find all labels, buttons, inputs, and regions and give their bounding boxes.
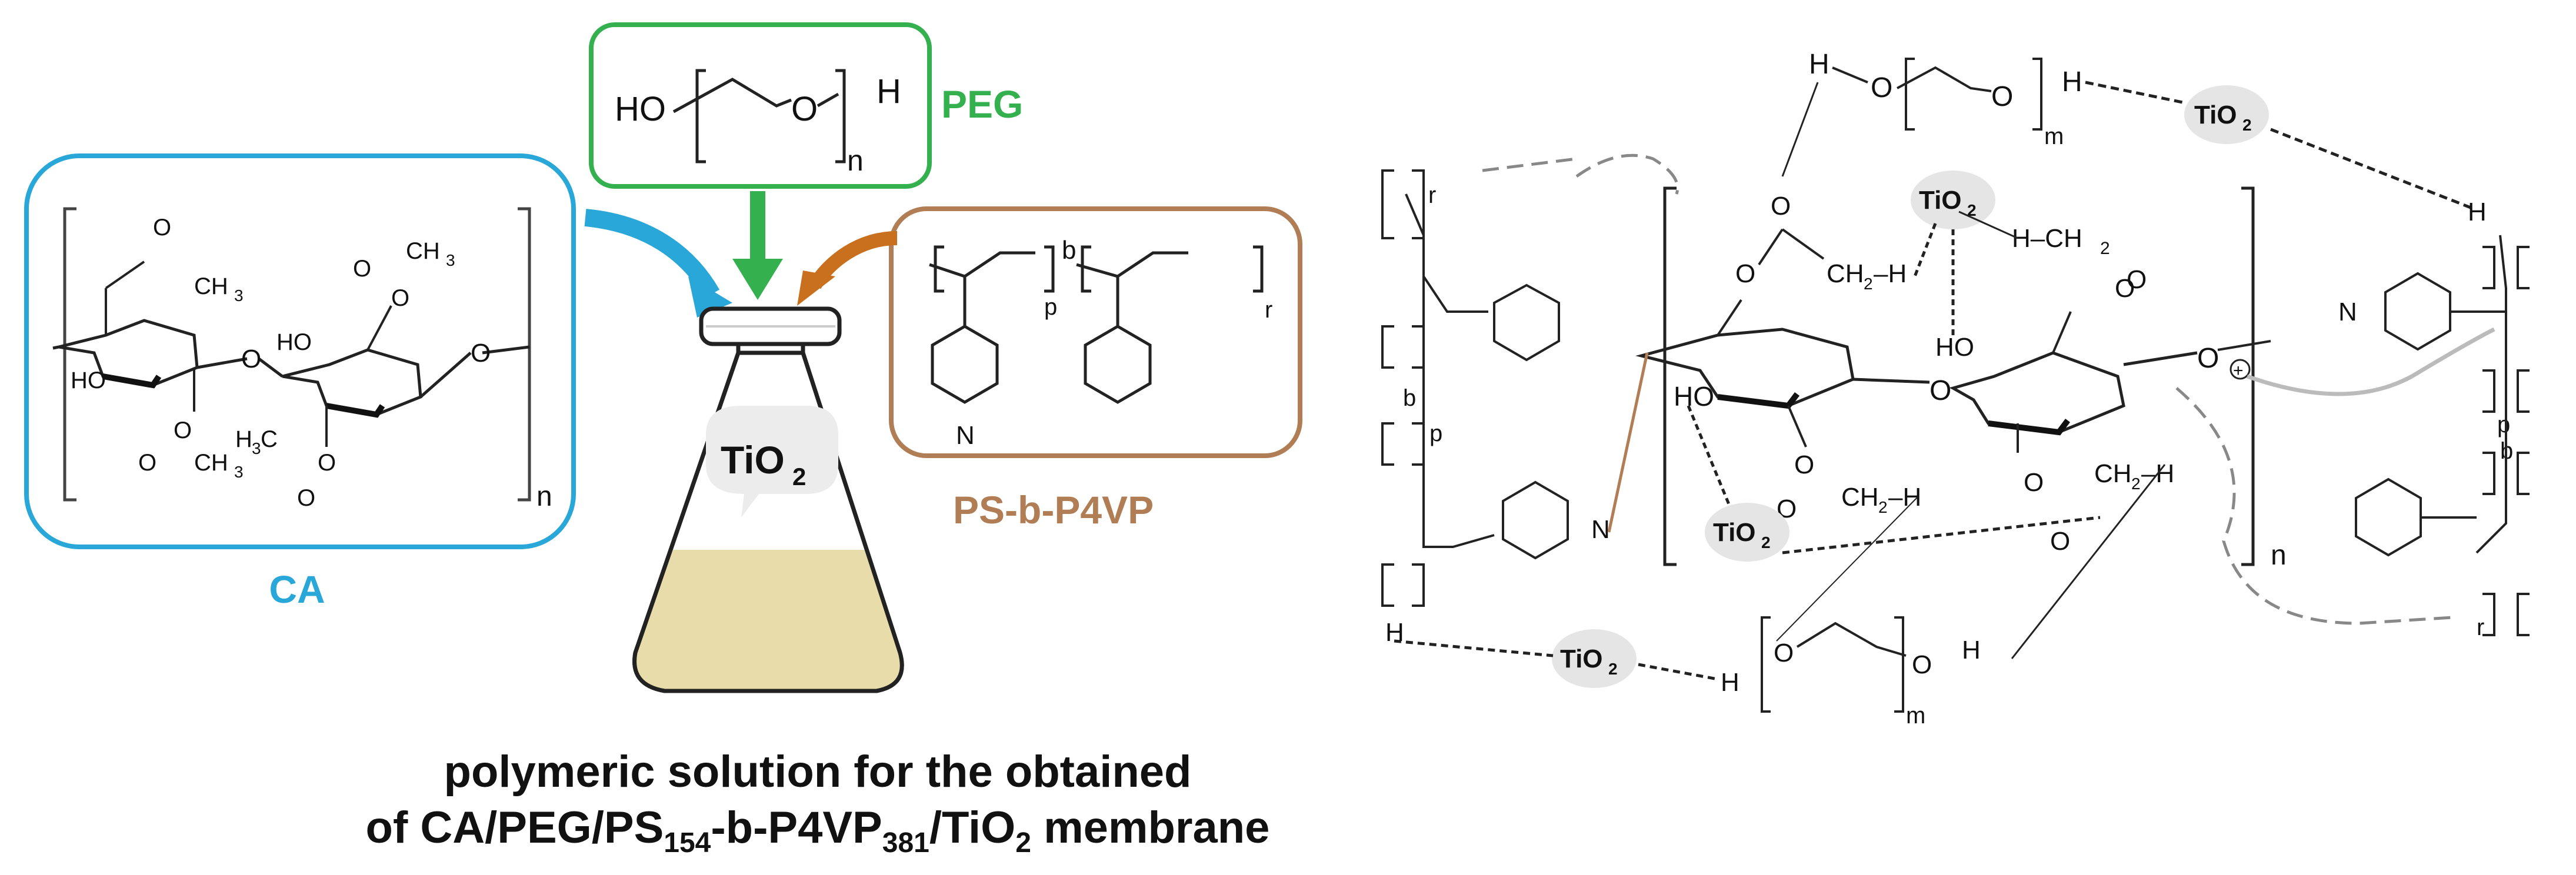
- erlenmeyer-flask: TiO 2: [632, 306, 904, 693]
- bottom-peg-o2: O: [1912, 650, 1932, 679]
- svg-text:2: 2: [1878, 498, 1888, 516]
- ca-label: CA: [269, 567, 325, 611]
- ring1-o-top: O: [1735, 259, 1755, 288]
- top-peg-h2: H: [2062, 66, 2082, 98]
- bottom-peg-m: m: [1906, 703, 1925, 729]
- top-peg-m: m: [2044, 123, 2064, 149]
- svg-text:C: C: [261, 426, 278, 452]
- ring1-co-o: O: [1771, 192, 1791, 221]
- left-pyridine-n: N: [1591, 515, 1610, 544]
- ca-o1: O: [153, 215, 171, 241]
- ps-r: r: [1265, 297, 1272, 323]
- membrane-interaction-scheme: H O O m H TiO 2 TiO 2 H–CH 2 n O: [1381, 49, 2530, 729]
- top-peg-h1: H: [1809, 49, 1829, 80]
- h-ch2-top: H–CH: [2012, 224, 2082, 253]
- peg-box: HO O n H: [589, 22, 932, 189]
- ca-o6: O: [318, 450, 336, 476]
- peg-n: n: [847, 144, 864, 177]
- cellulose-n: n: [2271, 540, 2287, 571]
- right-r: r: [2477, 614, 2484, 640]
- left-b: b: [1403, 385, 1416, 411]
- glycosidic-o: O: [1929, 375, 1951, 406]
- ca-h3c: H: [235, 426, 252, 452]
- ca-ch3-1: CH: [194, 273, 228, 299]
- ca-glyc-o: O: [241, 345, 261, 373]
- right-pyridine-n: N: [2338, 298, 2357, 326]
- bottom-peg-o1: O: [1774, 639, 1794, 667]
- ho-left: HO: [1674, 381, 1714, 412]
- ca-o5: O: [353, 256, 371, 282]
- left-h-bottom: H: [1385, 618, 1404, 647]
- ring2-co-o: O: [2127, 265, 2147, 294]
- svg-text:–H: –H: [1888, 483, 1921, 512]
- ca-ho-1: HO: [71, 368, 106, 393]
- psp4vp-label: PS-b-P4VP: [953, 488, 1154, 532]
- svg-text:3: 3: [234, 286, 244, 305]
- svg-text:3: 3: [252, 439, 261, 457]
- ch2h-bottom-left: CH: [1841, 483, 1879, 512]
- tio2-top-right: TiO: [2194, 101, 2237, 129]
- figure-caption: polymeric solution for the obtained of C…: [282, 744, 1353, 871]
- svg-text:2: 2: [1608, 660, 1618, 678]
- ps-b: b: [1062, 236, 1076, 265]
- ps-arrowhead: [797, 270, 835, 306]
- tio2-bottom-left: TiO: [1560, 644, 1603, 673]
- ring2-o-top: O: [2115, 274, 2135, 303]
- top-peg-o1: O: [1871, 72, 1892, 103]
- caption-line2: of CA/PEG/PS154-b-P4VP381/TiO2 membrane: [365, 803, 1270, 859]
- svg-text:3: 3: [234, 463, 244, 481]
- ca-ho-2: HO: [276, 329, 312, 355]
- svg-text:2: 2: [1864, 275, 1873, 293]
- peg-label: PEG: [941, 82, 1023, 126]
- peg-ho: HO: [615, 90, 666, 128]
- pyridine-n: N: [956, 421, 975, 450]
- caption-line1: polymeric solution for the obtained: [444, 747, 1192, 797]
- right-h-top: H: [2468, 198, 2487, 226]
- ca-o7: O: [297, 485, 315, 511]
- cation-o: O: [2197, 343, 2219, 374]
- ch2h-top: CH: [1827, 259, 1864, 288]
- ho-center: HO: [1935, 333, 1974, 362]
- ca-end-o: O: [471, 339, 491, 368]
- ring2-o-bottom: O: [2024, 468, 2044, 497]
- bottom-peg-h1: H: [1721, 668, 1739, 697]
- svg-text:–H: –H: [1874, 259, 1907, 288]
- peg-o: O: [791, 90, 818, 128]
- ca-o4: O: [391, 285, 409, 311]
- solution: [634, 550, 902, 691]
- ring1-o-bottom: O: [1794, 450, 1814, 479]
- ring2-co-o-bottom: O: [2050, 527, 2070, 556]
- svg-text:2: 2: [792, 463, 806, 490]
- psp4vp-box: p b r N: [889, 206, 1302, 458]
- ca-ch3-3: CH: [406, 238, 440, 264]
- svg-text:3: 3: [446, 251, 455, 269]
- tio2-center-bottom: TiO: [1713, 518, 1756, 547]
- tio2-center-top: TiO: [1919, 186, 1962, 215]
- ch2h-bottom-right: CH: [2094, 459, 2132, 488]
- peg-arrow: [750, 191, 765, 262]
- cation-plus: +: [2233, 361, 2244, 380]
- left-p: p: [1429, 420, 1442, 446]
- left-r: r: [1428, 182, 1436, 208]
- svg-text:2: 2: [1967, 201, 1977, 219]
- top-peg-o2: O: [1991, 81, 2013, 112]
- ca-o2: O: [174, 418, 192, 443]
- peg-arrowhead: [732, 259, 783, 300]
- bottom-peg-h2: H: [1962, 636, 1981, 664]
- svg-text:2: 2: [1761, 533, 1771, 552]
- ca-box: n O O O CH 3 HO O O CH 3 HO O O CH 3 O H…: [24, 153, 576, 549]
- svg-text:2: 2: [2131, 475, 2141, 493]
- ca-ch3-2: CH: [194, 450, 228, 476]
- ca-repeat-n: n: [536, 481, 552, 512]
- ca-o3: O: [138, 450, 156, 476]
- svg-text:2: 2: [2242, 116, 2252, 134]
- right-p: p: [2497, 412, 2510, 438]
- flask-tio2: TiO: [721, 438, 785, 482]
- peg-h: H: [877, 72, 901, 111]
- svg-text:2: 2: [2100, 239, 2110, 258]
- ca-arrow: [584, 209, 720, 299]
- ps-p: p: [1044, 294, 1057, 320]
